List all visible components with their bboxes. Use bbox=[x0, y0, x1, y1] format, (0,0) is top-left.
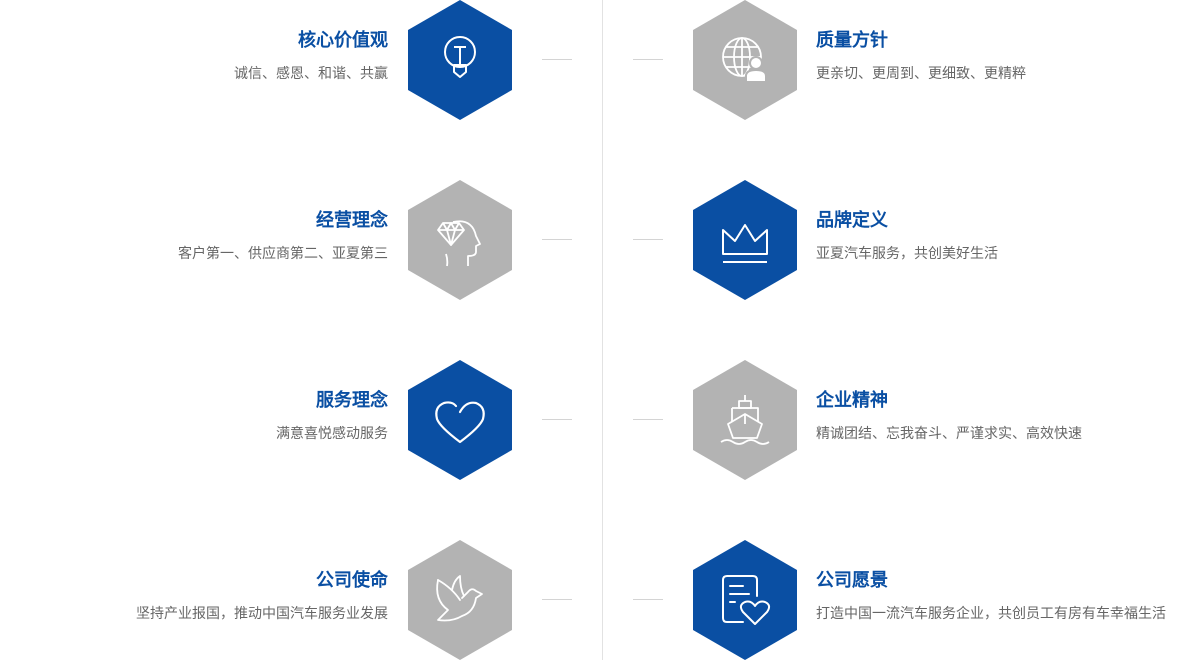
quality-policy-title: 质量方针 bbox=[816, 30, 888, 51]
corporate-spirit-block: 企业精神 精诚团结、忘我奋斗、严谨求实、高效快速 bbox=[816, 388, 1082, 444]
heart-icon bbox=[408, 360, 512, 480]
connector-line bbox=[633, 419, 663, 420]
brand-definition-desc: 亚夏汽车服务，共创美好生活 bbox=[816, 246, 998, 262]
company-mission-title: 公司使命 bbox=[316, 570, 388, 591]
quality-policy-desc: 更亲切、更周到、更细致、更精粹 bbox=[816, 66, 1026, 82]
lightbulb-icon bbox=[408, 0, 512, 120]
business-philosophy-title: 经营理念 bbox=[316, 210, 388, 231]
core-values-title: 核心价值观 bbox=[298, 30, 388, 51]
values-row-4: 公司使命 坚持产业报国，推动中国汽车服务业发展 公司愿景 打造中国一流汽车服务企… bbox=[0, 540, 1200, 660]
business-philosophy-desc: 客户第一、供应商第二、亚夏第三 bbox=[178, 246, 388, 262]
company-vision-desc: 打造中国一流汽车服务企业，共创员工有房有车幸福生活 bbox=[816, 606, 1166, 622]
dove-icon bbox=[408, 540, 512, 660]
connector-line bbox=[542, 419, 572, 420]
core-values-desc: 诚信、感恩、和谐、共赢 bbox=[234, 66, 388, 82]
center-divider bbox=[602, 0, 603, 660]
service-philosophy-block: 服务理念 满意喜悦感动服务 bbox=[276, 388, 388, 444]
company-vision-title: 公司愿景 bbox=[816, 570, 888, 591]
company-vision-block: 公司愿景 打造中国一流汽车服务企业，共创员工有房有车幸福生活 bbox=[816, 568, 1166, 624]
connector-line bbox=[542, 599, 572, 600]
connector-line bbox=[633, 59, 663, 60]
values-row-2: 经营理念 客户第一、供应商第二、亚夏第三 品牌定义 亚夏汽车服务，共创美好生活 bbox=[0, 180, 1200, 300]
connector-line bbox=[633, 239, 663, 240]
values-row-1: 核心价值观 诚信、感恩、和谐、共赢 质量方针 更亲切、更周到、更细致、更精粹 bbox=[0, 0, 1200, 120]
quality-policy-block: 质量方针 更亲切、更周到、更细致、更精粹 bbox=[816, 28, 1026, 84]
company-mission-desc: 坚持产业报国，推动中国汽车服务业发展 bbox=[136, 606, 388, 622]
corporate-spirit-title: 企业精神 bbox=[816, 390, 888, 411]
company-mission-block: 公司使命 坚持产业报国，推动中国汽车服务业发展 bbox=[136, 568, 388, 624]
brand-definition-block: 品牌定义 亚夏汽车服务，共创美好生活 bbox=[816, 208, 998, 264]
document-heart-icon bbox=[693, 540, 797, 660]
service-philosophy-title: 服务理念 bbox=[316, 390, 388, 411]
connector-line bbox=[633, 599, 663, 600]
diamond-head-icon bbox=[408, 180, 512, 300]
connector-line bbox=[542, 239, 572, 240]
business-philosophy-block: 经营理念 客户第一、供应商第二、亚夏第三 bbox=[178, 208, 388, 264]
ship-icon bbox=[693, 360, 797, 480]
service-philosophy-desc: 满意喜悦感动服务 bbox=[276, 426, 388, 442]
connector-line bbox=[542, 59, 572, 60]
corporate-spirit-desc: 精诚团结、忘我奋斗、严谨求实、高效快速 bbox=[816, 426, 1082, 442]
globe-person-icon bbox=[693, 0, 797, 120]
brand-definition-title: 品牌定义 bbox=[816, 210, 888, 231]
crown-icon bbox=[693, 180, 797, 300]
core-values-block: 核心价值观 诚信、感恩、和谐、共赢 bbox=[234, 28, 388, 84]
values-row-3: 服务理念 满意喜悦感动服务 企业精神 精诚团结、忘我奋斗、严谨求实、高效快速 bbox=[0, 360, 1200, 480]
